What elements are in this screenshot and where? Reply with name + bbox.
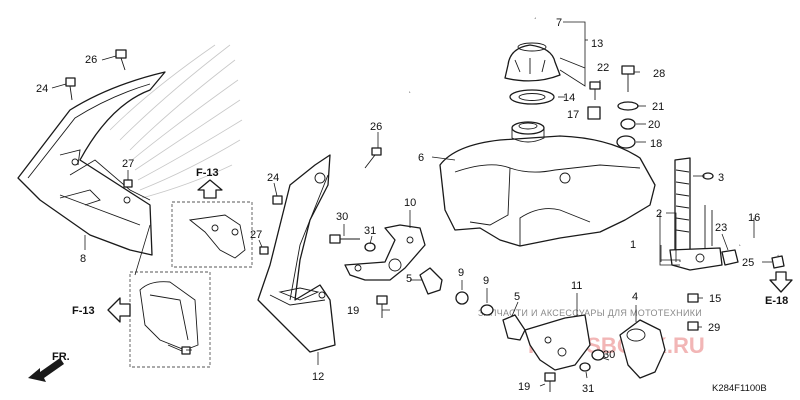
right-shroud-cover [257, 154, 336, 353]
callout-26-left: 26 [85, 54, 97, 66]
f13-arrow-lower [107, 297, 131, 323]
callout-9-upper: 9 [458, 267, 464, 279]
callout-16: 16 [748, 212, 760, 224]
callout-31-upper: 31 [364, 225, 376, 237]
callout-20: 20 [648, 119, 660, 131]
tank-mount-bracket-upper [344, 224, 426, 281]
callout-9-lower: 9 [483, 275, 489, 287]
detail-zone-upper [171, 201, 253, 268]
lower-shroud-bracket [139, 281, 199, 351]
center-hardware [65, 49, 666, 392]
callout-8: 8 [80, 253, 86, 265]
callout-3: 3 [718, 172, 724, 184]
front-direction-arrow [28, 358, 64, 382]
callout-12: 12 [312, 371, 324, 383]
callout-5-lower: 5 [514, 291, 520, 303]
callout-2: 2 [656, 208, 662, 220]
callout-26-right: 26 [370, 121, 382, 133]
callout-4: 4 [632, 291, 638, 303]
mounting-hardware-right [587, 65, 699, 331]
e18-arrow [769, 271, 793, 293]
callout-30-lower: 30 [603, 349, 615, 361]
tank-mount-bracket-lower [524, 314, 591, 371]
diagram-code: K284F1100B [712, 383, 767, 394]
callout-18: 18 [650, 138, 662, 150]
upper-shroud-bracket [188, 214, 246, 259]
callout-numbers: 7 13 14 6 22 28 21 17 20 18 3 2 16 23 1 … [36, 17, 760, 395]
leader-lines [51, 21, 772, 387]
callout-19-upper: 19 [347, 305, 359, 317]
callout-1: 1 [630, 239, 636, 251]
callout-11: 11 [571, 280, 582, 292]
callout-15: 15 [709, 293, 721, 305]
watermark-tagline: ЗАПЧАСТИ И АКСЕССУАРЫ ДЛЯ МОТОТЕХНИКИ [478, 308, 702, 318]
callout-6: 6 [418, 152, 424, 164]
callout-27-left: 27 [122, 158, 134, 170]
callout-10: 10 [404, 197, 416, 209]
callout-13: 13 [591, 38, 603, 50]
left-shroud [17, 71, 166, 256]
callout-27-right: 27 [250, 229, 262, 241]
callout-17: 17 [567, 109, 579, 121]
callout-25: 25 [742, 257, 754, 269]
callout-22: 22 [597, 62, 609, 74]
callout-21: 21 [652, 101, 664, 113]
callout-7: 7 [556, 17, 562, 29]
front-direction-label: FR. [52, 351, 70, 363]
callout-19-lower: 19 [518, 381, 530, 393]
callout-14: 14 [563, 92, 575, 104]
fuel-tank [439, 121, 656, 247]
fuel-valve-assembly [669, 157, 785, 271]
callout-5-upper: 5 [406, 273, 412, 285]
wing-decal-pattern [109, 44, 243, 199]
detail-zone-lower [129, 271, 211, 368]
ref-f13-lower: F-13 [72, 305, 95, 317]
callout-29: 29 [708, 322, 720, 334]
callout-30-upper: 30 [336, 211, 348, 223]
ref-f13-upper: F-13 [196, 167, 219, 179]
callout-31-lower: 31 [582, 383, 594, 395]
fuel-cap-assembly [409, 8, 561, 105]
callout-23: 23 [715, 222, 727, 234]
callout-28: 28 [653, 68, 665, 80]
ref-e18: E-18 [765, 295, 788, 307]
f13-arrow-upper [197, 179, 223, 199]
callout-24-right: 24 [267, 172, 279, 184]
callout-24-left: 24 [36, 83, 48, 95]
